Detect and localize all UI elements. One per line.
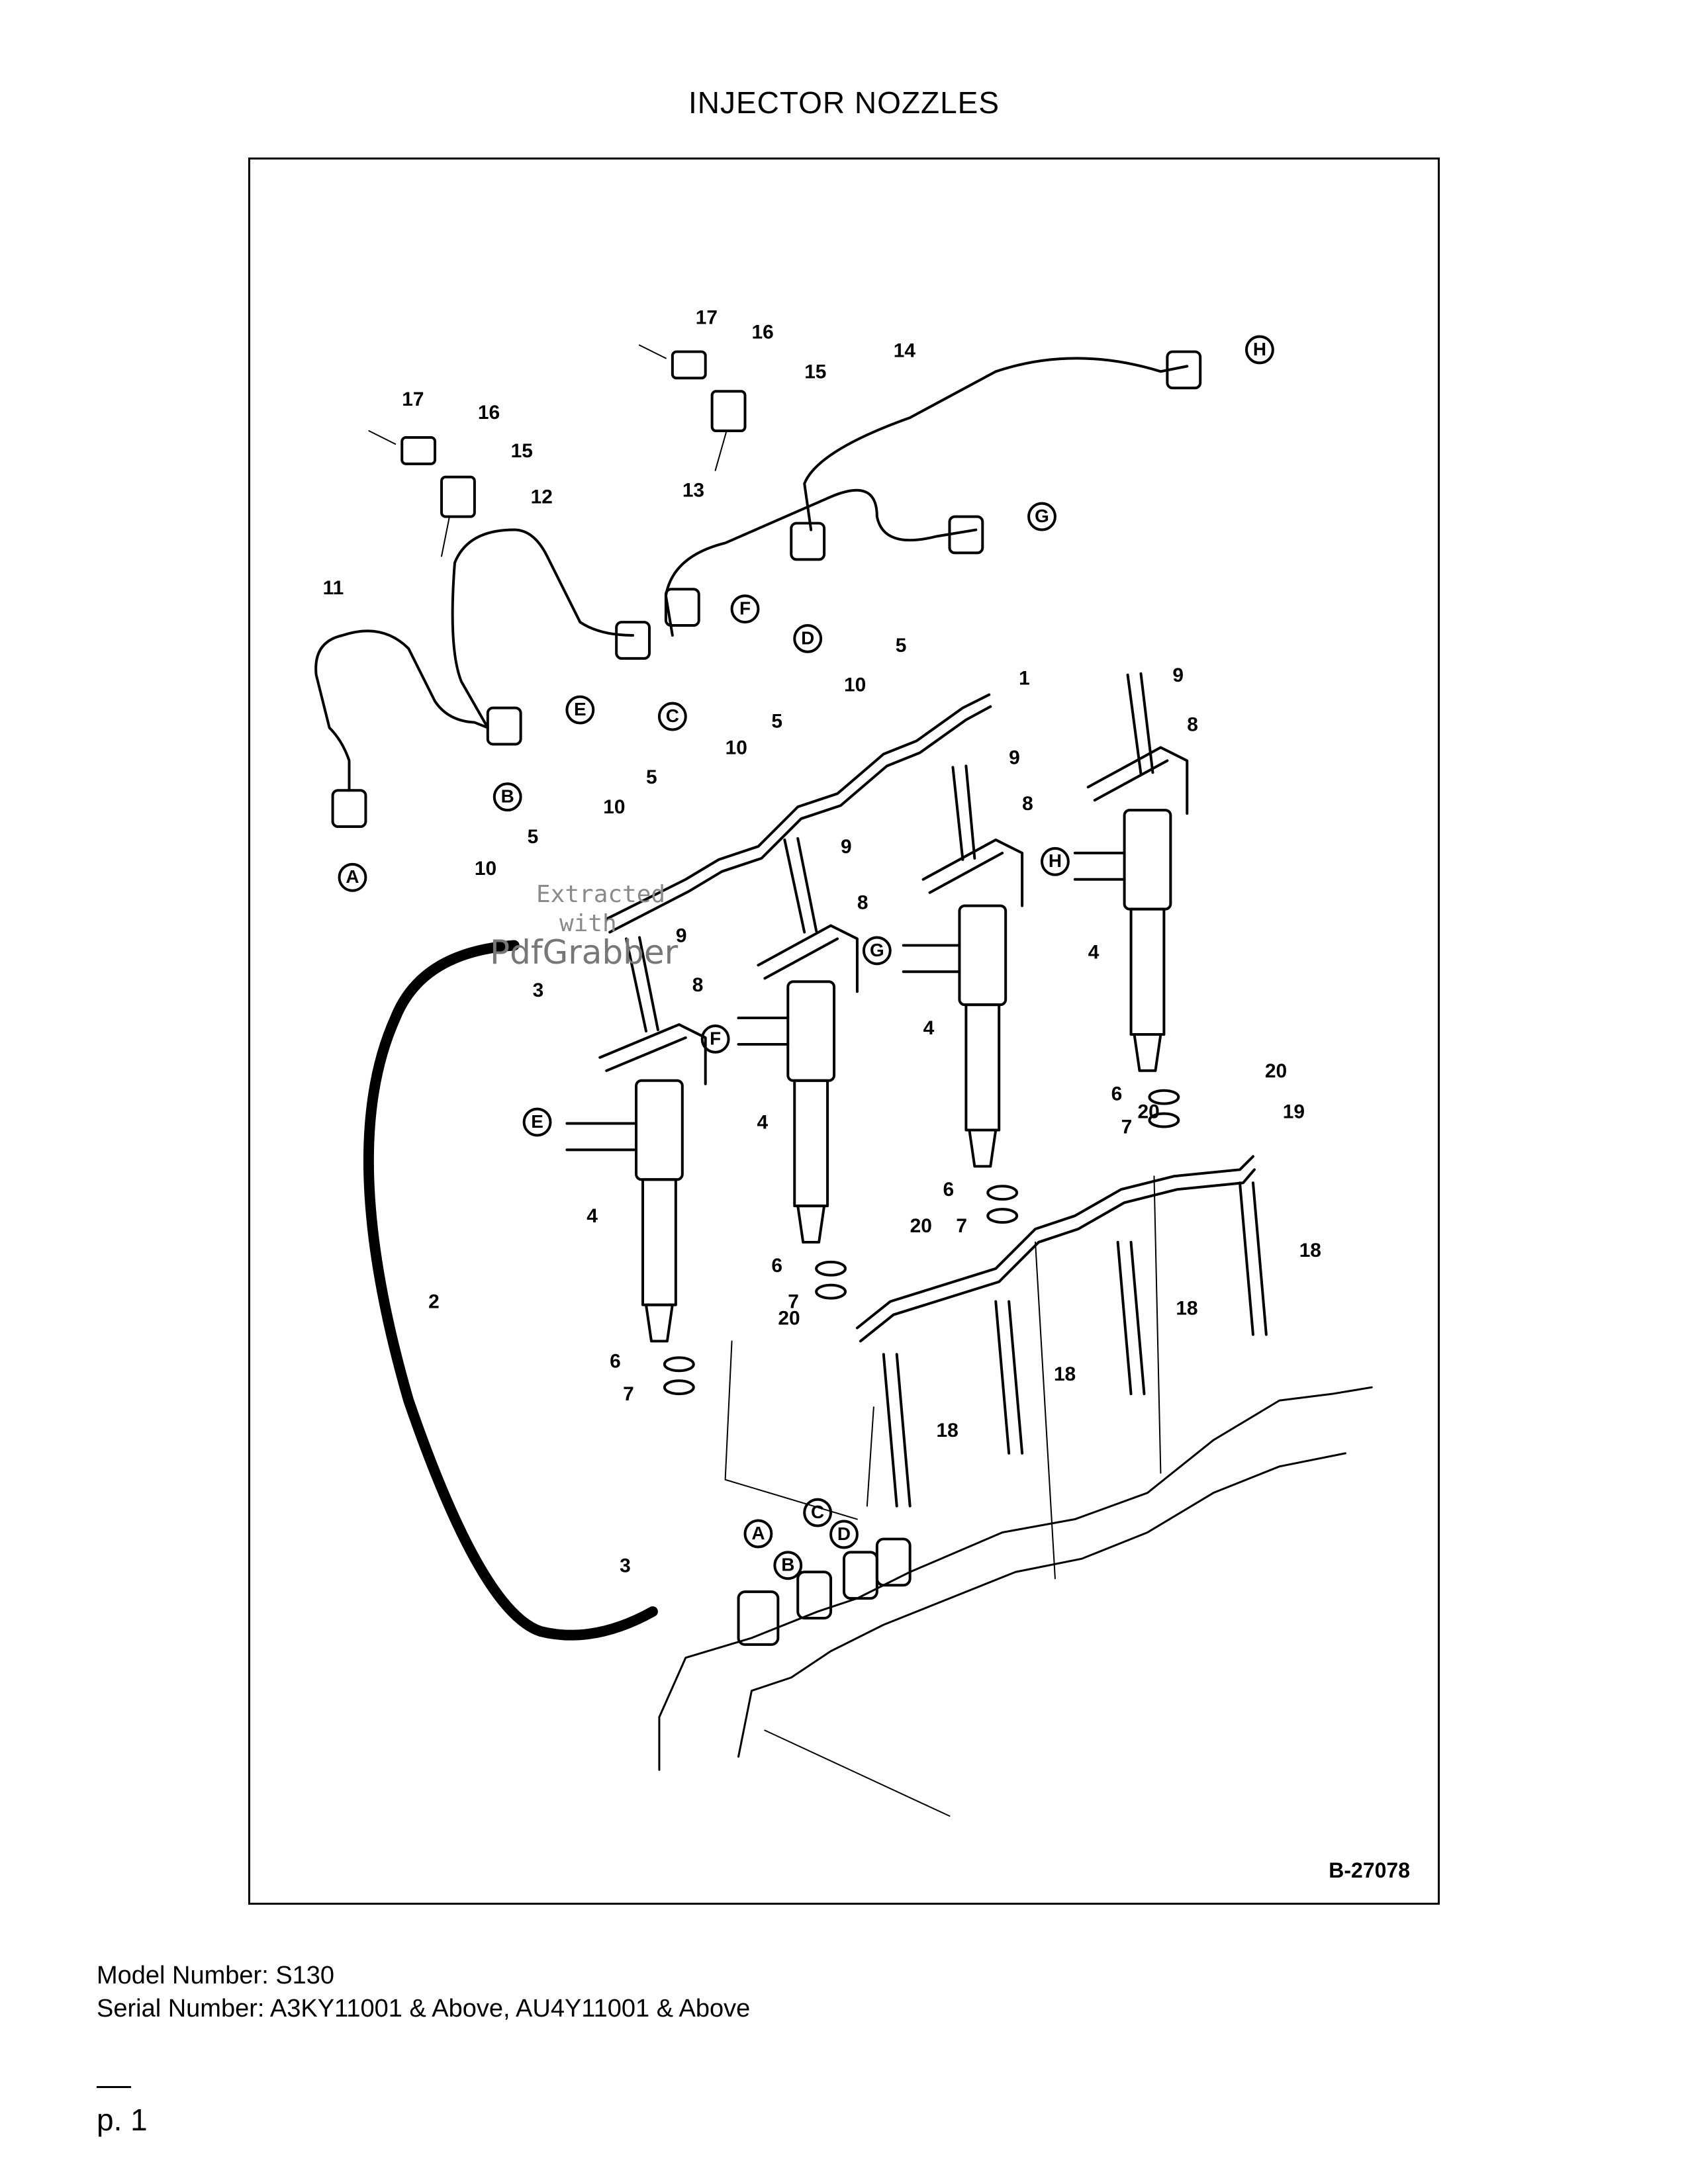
parts-diagram-frame: A B C D E F G H E F G H A B C D 1 2 3 3 … [248,158,1440,1905]
callout-5: 5 [528,826,539,848]
injector-4-c [902,904,1008,1168]
letter-b: B [501,786,514,807]
callout-15: 15 [511,440,533,462]
callout-4: 4 [586,1205,598,1227]
callout-3: 3 [533,979,544,1001]
return-rail-1 [605,693,991,921]
callout-10: 10 [603,796,625,818]
callout-17: 17 [696,307,718,329]
letter-g: G [870,940,884,960]
cylinder-head-outline [658,1386,1373,1719]
callout-4: 4 [1088,941,1100,963]
callout-4: 4 [923,1017,935,1039]
callout-7: 7 [788,1291,799,1313]
callout-2: 2 [428,1291,440,1313]
letter-b: B [781,1555,794,1575]
callout-20: 20 [910,1215,932,1237]
callout-16: 16 [751,322,773,343]
callout-8: 8 [692,974,704,996]
callout-7: 7 [956,1215,967,1237]
callout-20: 20 [778,1308,800,1330]
model-info: Model Number: S130 Serial Number: A3KY11… [97,1959,750,2025]
fuel-line-14 [803,357,1189,531]
callout-6: 6 [771,1255,782,1277]
serial-number: Serial Number: A3KY11001 & Above, AU4Y11… [97,1995,751,2023]
figure-code: B-27078 [1329,1858,1410,1882]
callout-5: 5 [646,766,657,788]
callout-5: 5 [896,635,907,657]
callout-8: 8 [1022,793,1033,815]
callout-18: 18 [1299,1240,1321,1261]
callout-15: 15 [804,361,826,383]
fuel-line-11 [314,629,476,792]
callout-6: 6 [1111,1083,1123,1105]
callout-17: 17 [402,388,424,410]
callout-18: 18 [937,1420,959,1441]
letter-h: H [1049,850,1062,871]
callout-9: 9 [1172,664,1184,686]
callout-6: 6 [610,1350,621,1372]
callout-3: 3 [620,1555,631,1576]
callout-8: 8 [1187,714,1198,736]
callout-10: 10 [475,858,496,880]
letter-c: C [666,705,679,726]
callout-16: 16 [478,402,500,424]
fuel-line-13 [664,488,978,637]
callout-1: 1 [1019,668,1030,690]
injector-4-a [565,1079,684,1343]
callout-10: 10 [726,737,747,758]
callout-6: 6 [943,1179,955,1201]
letter-d: D [837,1524,851,1544]
callout-7: 7 [1121,1116,1133,1138]
letter-f: F [739,598,751,619]
letter-d: D [801,627,814,648]
letter-a: A [751,1523,765,1543]
callout-20: 20 [1138,1101,1160,1123]
callout-20: 20 [1265,1060,1287,1082]
callout-9: 9 [676,925,687,946]
letter-f: F [710,1028,721,1048]
letter-c: C [811,1502,824,1522]
callout-18: 18 [1176,1298,1197,1320]
fuel-line-12 [451,528,635,729]
callout-14: 14 [894,340,916,361]
leak-off-hose-2 [363,940,658,1641]
callout-13: 13 [682,480,704,502]
page-title: INJECTOR NOZZLES [688,85,1000,120]
callout-5: 5 [771,711,782,733]
callout-10: 10 [844,674,866,696]
letter-a: A [346,866,359,887]
page-number: p. 1 [97,2103,148,2137]
glow-plug-bar-19 [855,1155,1254,1330]
callout-4: 4 [757,1112,768,1134]
callout-19: 19 [1283,1101,1305,1123]
injector-4-b [737,980,836,1244]
callout-12: 12 [531,486,553,508]
letter-h: H [1253,339,1266,359]
callout-11: 11 [323,577,344,599]
injector-4-d [1073,809,1172,1072]
callout-7: 7 [623,1383,634,1405]
callout-9: 9 [1009,747,1020,768]
callout-18: 18 [1054,1363,1076,1385]
page-number-rule [97,2086,131,2088]
callout-9: 9 [841,836,852,858]
model-number: Model Number: S130 [97,1962,335,1989]
letter-e: E [531,1111,543,1132]
letter-g: G [1035,506,1049,526]
callout-8: 8 [857,892,868,914]
injector-nozzle-exploded-diagram: A B C D E F G H E F G H A B C D 1 2 3 3 … [314,307,1373,1817]
letter-e: E [574,699,586,719]
